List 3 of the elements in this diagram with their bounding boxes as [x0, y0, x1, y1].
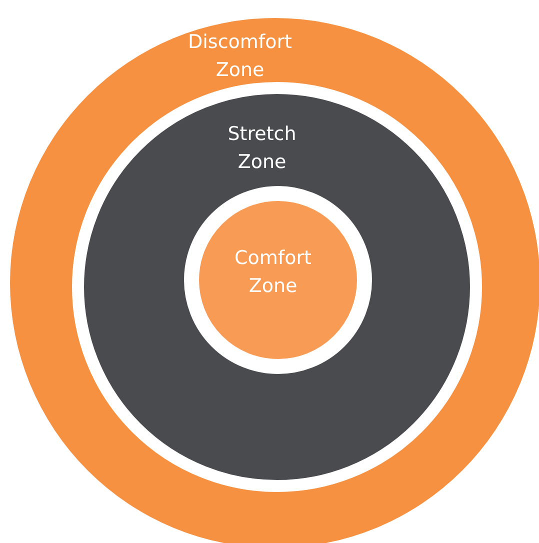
zone-label: Comfort Zone [234, 246, 312, 299]
zone-label: Discomfort Zone [187, 30, 293, 83]
zone-label: Stretch Zone [226, 122, 298, 175]
